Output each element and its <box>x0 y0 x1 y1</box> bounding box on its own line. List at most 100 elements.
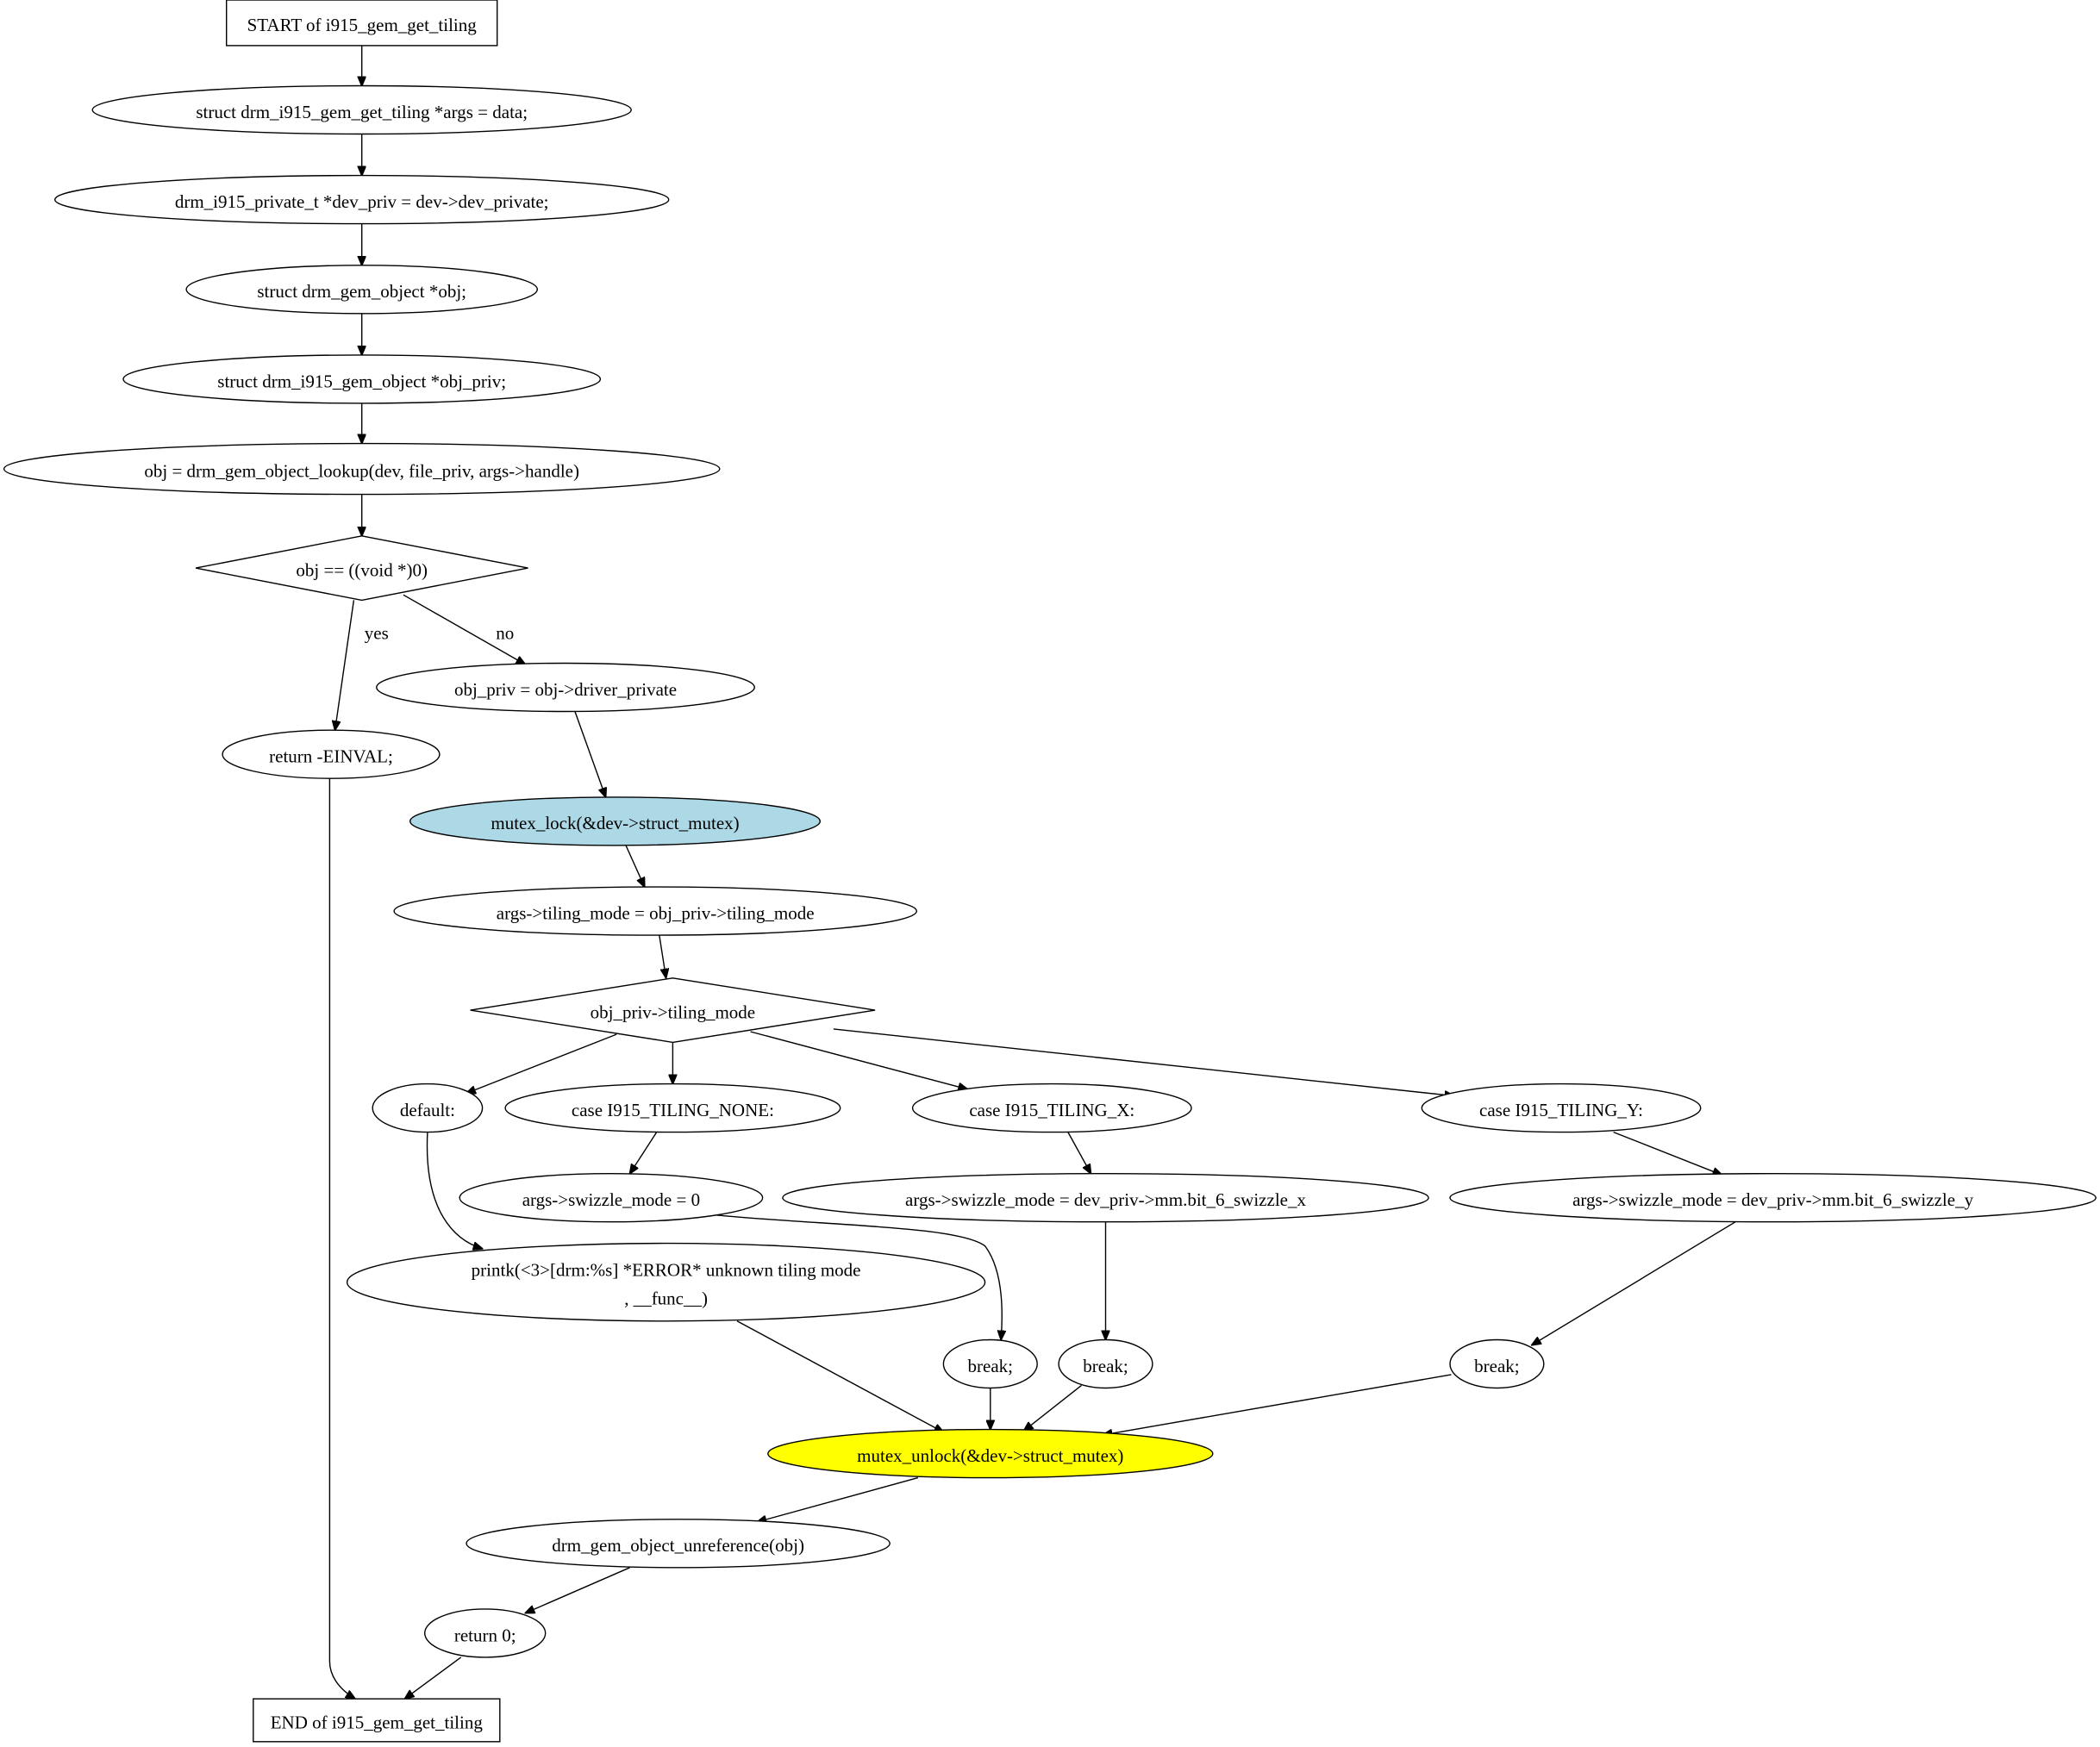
node-default: default: <box>372 1083 484 1133</box>
node-ellipse <box>54 174 670 225</box>
edge-n_swz0-to-n_break1 <box>716 1214 1003 1340</box>
node-ellipse <box>911 1083 1192 1133</box>
edge-line <box>630 1132 658 1174</box>
node-args: struct drm_i915_gem_get_tiling *args = d… <box>91 84 632 135</box>
node-ellipse <box>222 729 441 779</box>
node-label: break; <box>1474 1356 1519 1376</box>
edge-line <box>1103 1374 1452 1435</box>
node-label: obj == ((void *)0) <box>296 559 428 580</box>
node-break1: break; <box>942 1338 1038 1389</box>
edge-n_switch-to-n_case_x <box>750 1031 968 1089</box>
edge-n_objpriv_assign-to-n_lock <box>574 711 606 797</box>
node-label: break; <box>968 1356 1013 1376</box>
node-ellipse <box>122 354 602 404</box>
node-diamond <box>195 535 528 602</box>
edge-line <box>525 1567 630 1613</box>
node-case-x: case I915_TILING_X: <box>911 1083 1192 1133</box>
node-case-y: case I915_TILING_Y: <box>1421 1083 1702 1133</box>
node-label: case I915_TILING_X: <box>969 1100 1134 1120</box>
node-ellipse <box>185 265 539 315</box>
edge-n_unlock-to-n_unref <box>757 1476 918 1522</box>
node-label: obj_priv->tiling_mode <box>591 1001 756 1022</box>
node-ellipse <box>466 1519 891 1569</box>
edge-n_swzy-to-n_break3 <box>1532 1221 1736 1345</box>
node-start: START of i915_gem_get_tiling <box>226 0 498 47</box>
edge-line <box>335 600 355 730</box>
node-break3: break; <box>1449 1338 1545 1389</box>
edge-line <box>328 778 355 1699</box>
edge-n_case_none-to-n_swz0 <box>630 1132 658 1174</box>
node-label: , __func__) <box>624 1288 708 1308</box>
edge-n_ifnull-to-n_einval: yes <box>335 600 389 730</box>
node-label: START of i915_gem_get_tiling <box>247 15 478 35</box>
node-label: drm_gem_object_unreference(obj) <box>552 1535 804 1556</box>
edge-n_unref-to-n_ret0 <box>525 1567 630 1613</box>
node-label: return 0; <box>454 1625 516 1645</box>
node-label: struct drm_gem_object *obj; <box>257 281 466 302</box>
node-label: mutex_lock(&dev->struct_mutex) <box>491 813 739 833</box>
edge-line <box>574 711 606 797</box>
edge-n_case_y-to-n_swzy <box>1613 1131 1722 1176</box>
node-ellipse <box>1449 1338 1545 1389</box>
edge-n_break3-to-n_unlock <box>1103 1374 1452 1435</box>
node-label: printk(<3>[drm:%s] *ERROR* unknown tilin… <box>472 1260 861 1281</box>
node-diamond <box>470 977 876 1044</box>
node-lock: mutex_lock(&dev->struct_mutex) <box>409 796 822 846</box>
node-label: break; <box>1083 1356 1128 1376</box>
node-tilingmode: args->tiling_mode = obj_priv->tiling_mod… <box>393 886 918 936</box>
edge-line <box>750 1031 968 1089</box>
edge-line <box>833 1028 1454 1096</box>
node-objpriv-assign: obj_priv = obj->driver_private <box>376 662 755 713</box>
node-ifnull: obj == ((void *)0) <box>195 535 528 602</box>
node-ellipse <box>409 796 822 846</box>
edge-n_einval-to-n_end <box>328 778 355 1699</box>
edge-line <box>736 1320 943 1432</box>
node-einval: return -EINVAL; <box>222 729 441 779</box>
node-label: case I915_TILING_NONE: <box>572 1100 774 1120</box>
node-obj: struct drm_gem_object *obj; <box>185 265 539 315</box>
edge-n_break2-to-n_unlock <box>1024 1384 1082 1431</box>
edge-line <box>405 1657 462 1699</box>
edge-n_ret0-to-n_end <box>405 1657 462 1699</box>
node-label: struct drm_i915_gem_get_tiling *args = d… <box>196 102 528 122</box>
edge-line <box>426 1132 482 1249</box>
node-end: END of i915_gem_get_tiling <box>253 1698 501 1743</box>
edge-label-yes: yes <box>365 623 389 644</box>
node-label: args->swizzle_mode = dev_priv->mm.bit_6_… <box>905 1189 1306 1210</box>
edge-n_tilingmode-to-n_switch <box>659 934 666 978</box>
node-switch: obj_priv->tiling_mode <box>470 977 876 1044</box>
edge-line <box>659 934 666 978</box>
edge-n_printk-to-n_unlock <box>736 1320 943 1432</box>
node-box <box>253 1698 501 1743</box>
node-label: END of i915_gem_get_tiling <box>271 1712 484 1732</box>
node-ellipse <box>782 1172 1429 1223</box>
node-ellipse <box>372 1083 484 1133</box>
edge-line <box>716 1214 1003 1340</box>
edge-line <box>1532 1221 1736 1345</box>
node-label: return -EINVAL; <box>269 746 393 767</box>
node-ellipse <box>424 1608 547 1658</box>
node-ret0: return 0; <box>424 1608 547 1658</box>
node-swz0: args->swizzle_mode = 0 <box>459 1172 764 1223</box>
node-printk: printk(<3>[drm:%s] *ERROR* unknown tilin… <box>346 1242 986 1322</box>
node-ellipse <box>459 1172 764 1223</box>
node-label: args->swizzle_mode = dev_priv->mm.bit_6_… <box>1572 1189 1973 1210</box>
node-break2: break; <box>1058 1338 1153 1389</box>
node-label: case I915_TILING_Y: <box>1479 1100 1643 1120</box>
node-ellipse <box>504 1083 841 1133</box>
node-ellipse <box>393 886 918 936</box>
node-label: args->swizzle_mode = 0 <box>522 1189 700 1210</box>
edge-n_lock-to-n_tilingmode <box>625 845 645 887</box>
edge-line <box>757 1476 918 1522</box>
node-ellipse <box>1421 1083 1702 1133</box>
edge-n_switch-to-n_default <box>466 1033 617 1093</box>
node-lookup: obj = drm_gem_object_lookup(dev, file_pr… <box>3 442 721 496</box>
node-label: struct drm_i915_gem_object *obj_priv; <box>217 371 506 391</box>
edge-line <box>625 845 645 887</box>
node-swzx: args->swizzle_mode = dev_priv->mm.bit_6_… <box>782 1172 1429 1223</box>
node-label: obj = drm_gem_object_lookup(dev, file_pr… <box>144 460 579 481</box>
node-ellipse <box>767 1428 1214 1479</box>
node-label: default: <box>400 1100 455 1120</box>
edge-line <box>466 1033 617 1093</box>
